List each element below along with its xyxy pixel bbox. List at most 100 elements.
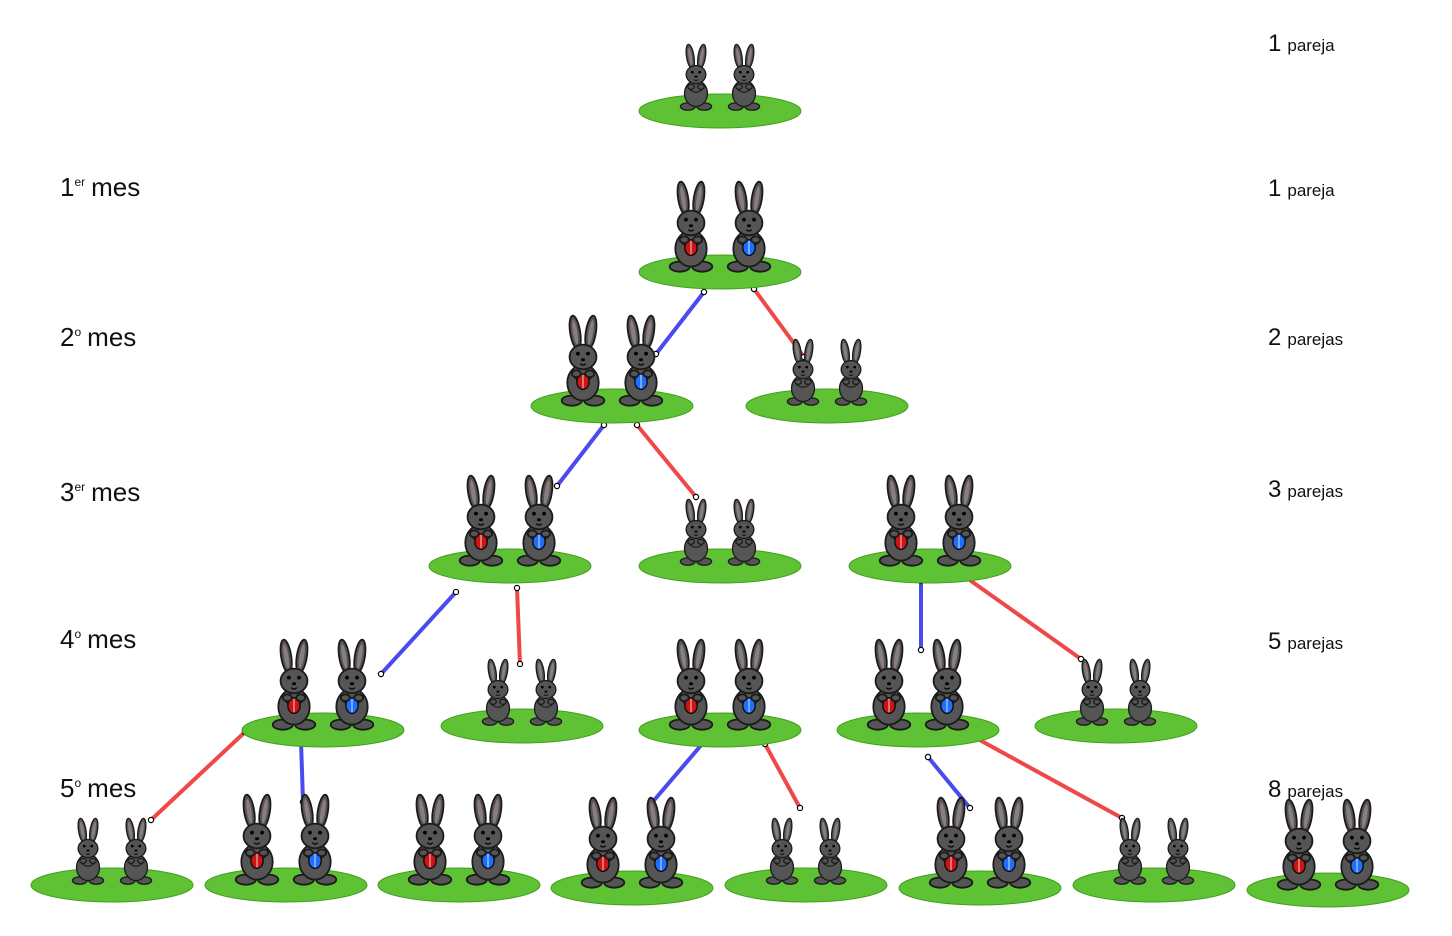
grass-patch	[377, 867, 541, 903]
rabbit-young-icon	[813, 817, 847, 885]
continuation-connector	[654, 290, 706, 356]
young-pair-node	[745, 338, 909, 424]
connector-endpoint	[700, 288, 708, 296]
grass-patch	[440, 708, 604, 744]
grass-patch	[898, 870, 1062, 906]
rabbit-young-icon	[765, 817, 799, 885]
rabbit-male-icon	[726, 638, 772, 731]
offspring-connector	[149, 730, 247, 822]
rabbit-young-icon	[727, 43, 761, 111]
rabbit-young-icon	[71, 817, 105, 885]
rabbit-female-icon	[668, 180, 714, 273]
grass-patch	[638, 254, 802, 290]
adult-pair-node	[428, 474, 592, 584]
grass-patch	[836, 712, 1000, 748]
young-pair-node	[440, 658, 604, 744]
rabbit-young-icon	[119, 817, 153, 885]
offspring-connector	[515, 586, 522, 666]
adult-pair-node	[1246, 798, 1410, 908]
grass-patch	[745, 388, 909, 424]
rabbit-male-icon	[465, 793, 511, 886]
young-pair-node	[724, 817, 888, 903]
adult-pair-node	[241, 638, 405, 748]
connector-endpoint	[553, 482, 561, 490]
rabbit-male-icon	[618, 314, 664, 407]
grass-patch	[638, 93, 802, 129]
adult-pair-node	[638, 638, 802, 748]
rabbit-female-icon	[878, 474, 924, 567]
connector-endpoint	[966, 804, 974, 812]
connector-endpoint	[692, 493, 700, 501]
offspring-connector	[974, 736, 1124, 820]
young-pair-node	[1034, 658, 1198, 744]
rabbit-young-icon	[481, 658, 515, 726]
offspring-connector	[635, 423, 698, 499]
grass-patch	[724, 867, 888, 903]
rabbit-young-icon	[1075, 658, 1109, 726]
rabbit-female-icon	[580, 796, 626, 889]
grass-patch	[428, 548, 592, 584]
connector-endpoint	[796, 804, 804, 812]
rabbit-young-icon	[834, 338, 868, 406]
rabbit-young-icon	[786, 338, 820, 406]
grass-patch	[848, 548, 1012, 584]
connector-endpoint	[377, 670, 385, 678]
rabbit-young-icon	[679, 498, 713, 566]
rabbit-female-icon	[271, 638, 317, 731]
grass-patch	[638, 712, 802, 748]
young-pair-node	[638, 498, 802, 584]
rabbit-male-icon	[986, 796, 1032, 889]
adult-pair-node	[204, 793, 368, 903]
young-pair-node	[1072, 817, 1236, 903]
rabbit-female-icon	[928, 796, 974, 889]
offspring-connector	[962, 574, 1083, 661]
rabbit-female-icon	[458, 474, 504, 567]
rabbit-female-icon	[560, 314, 606, 407]
grass-patch	[241, 712, 405, 748]
grass-patch	[1034, 708, 1198, 744]
connector-endpoint	[516, 660, 524, 668]
rabbit-young-icon	[529, 658, 563, 726]
rabbit-male-icon	[1334, 798, 1380, 891]
young-pair-node	[30, 817, 194, 903]
offspring-connector	[763, 742, 802, 810]
rabbit-female-icon	[407, 793, 453, 886]
young-pair-node	[638, 43, 802, 129]
rabbit-male-icon	[638, 796, 684, 889]
rabbit-male-icon	[329, 638, 375, 731]
grass-patch	[204, 867, 368, 903]
adult-pair-node	[377, 793, 541, 903]
connector-endpoint	[513, 584, 521, 592]
connector-endpoint	[924, 753, 932, 761]
grass-patch	[530, 388, 694, 424]
rabbit-young-icon	[679, 43, 713, 111]
grass-patch	[30, 867, 194, 903]
connector-endpoint	[452, 588, 460, 596]
adult-pair-node	[550, 796, 714, 906]
rabbit-female-icon	[668, 638, 714, 731]
continuation-connector	[299, 739, 305, 804]
continuation-connector	[379, 590, 458, 676]
continuation-connector	[555, 423, 606, 488]
connector-endpoint	[917, 646, 925, 654]
grass-patch	[1246, 872, 1410, 908]
rabbit-young-icon	[1123, 658, 1157, 726]
grass-patch	[1072, 867, 1236, 903]
rabbit-female-icon	[866, 638, 912, 731]
rabbit-young-icon	[1113, 817, 1147, 885]
rabbit-male-icon	[292, 793, 338, 886]
adult-pair-node	[530, 314, 694, 424]
continuation-connector	[648, 734, 711, 807]
adult-pair-node	[638, 180, 802, 290]
rabbit-male-icon	[516, 474, 562, 567]
adult-pair-node	[848, 474, 1012, 584]
